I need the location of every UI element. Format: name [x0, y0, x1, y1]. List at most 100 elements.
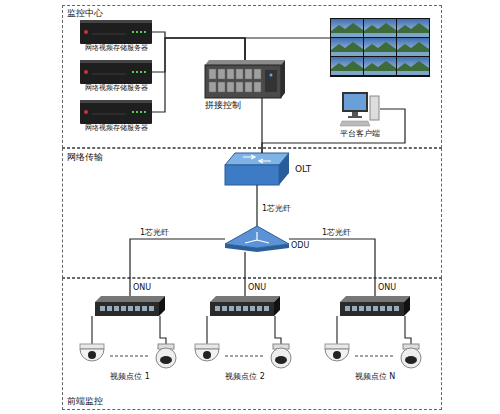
- onu-port: [135, 306, 140, 311]
- ptz-camera: [271, 348, 291, 368]
- device-label: 网络视频存储服务器: [85, 45, 148, 52]
- monitor-base: [348, 116, 362, 118]
- device-label: 拼接控制: [205, 101, 241, 110]
- rack-panel: [265, 70, 277, 92]
- zone-band: 监控中心网络视频存储服务器网络视频存储服务器网络视频存储服务器拼接控制平台客户端: [62, 5, 442, 148]
- status-light: [140, 71, 142, 73]
- ellipsis-line: [110, 356, 150, 357]
- ellipsis-line: [225, 356, 265, 357]
- monitor-frame: [342, 92, 368, 112]
- server-panel: [92, 34, 126, 35]
- monitor-screen: [344, 94, 366, 110]
- pc-tower: [370, 96, 379, 120]
- device-label: 网络视频存储服务器: [85, 85, 148, 92]
- onu-top: [210, 296, 280, 302]
- camera-lens: [160, 356, 172, 364]
- onu-port: [345, 306, 350, 311]
- drive-bay: [245, 69, 252, 79]
- drive-bay: [245, 82, 252, 92]
- zone-band: 前端监控 ONU ONU ONU: [62, 278, 442, 410]
- camera-lens: [88, 351, 96, 359]
- device-label: ONU: [133, 284, 151, 292]
- fiber-link: [289, 239, 375, 296]
- drive-bay: [209, 82, 216, 92]
- dome-mount: [325, 344, 349, 349]
- dome-camera: [195, 349, 219, 361]
- rack-front: [205, 65, 281, 98]
- onu-port: [380, 306, 385, 311]
- onu-port: [352, 306, 357, 311]
- fiber-link: [256, 185, 257, 226]
- camera-lens: [275, 356, 287, 364]
- server-panel: [92, 74, 126, 75]
- odu-splitter: ODU: [225, 226, 289, 252]
- point-label: 视频点位 N: [335, 373, 415, 381]
- onu-top: [340, 296, 410, 302]
- odu-splitter-icon: [225, 226, 289, 252]
- onu-switch-icon: [340, 296, 410, 316]
- onu-port: [243, 306, 248, 311]
- onu-port: [107, 306, 112, 311]
- camera-group: [80, 316, 176, 368]
- fiber-link: [244, 252, 245, 296]
- camera-lens: [333, 351, 341, 359]
- drive-bay: [236, 69, 243, 79]
- onu-port: [257, 306, 262, 311]
- video-wall: [330, 18, 430, 77]
- switch-front: [225, 165, 279, 185]
- device-label: ODU: [291, 242, 309, 250]
- keyboard: [340, 121, 370, 126]
- wall-pane: [397, 38, 429, 56]
- camera-lens: [203, 351, 211, 359]
- device-label: 平台客户端: [340, 130, 380, 138]
- fiber-link: [262, 109, 405, 153]
- point-label: 视频点位 2: [205, 373, 285, 381]
- camera-group: [195, 316, 291, 368]
- zone-band: 网络传输OLTODU: [62, 148, 442, 278]
- onu-switch: ONU: [210, 296, 280, 316]
- onu-port: [366, 306, 371, 311]
- onu-switch-icon: [95, 296, 165, 316]
- drive-bay: [227, 82, 234, 92]
- camera-wire: [92, 316, 166, 344]
- onu-port: [387, 306, 392, 311]
- monitor-stand: [352, 112, 358, 116]
- dome-camera: [325, 349, 349, 361]
- rack-side: [281, 60, 285, 98]
- onu-side: [159, 296, 165, 316]
- onu-port: [128, 306, 133, 311]
- drive-bay: [218, 82, 225, 92]
- onu-port: [215, 306, 220, 311]
- onu-port: [100, 306, 105, 311]
- storage-server-icon: [80, 60, 152, 84]
- splice-controller-icon: [205, 60, 285, 98]
- status-light: [132, 111, 134, 113]
- splice-controller: 拼接控制: [205, 60, 285, 98]
- zone-title: 前端监控: [67, 397, 103, 406]
- onu-port: [114, 306, 119, 311]
- drive-bay: [227, 69, 234, 79]
- onu-switch-icon: [210, 296, 280, 316]
- drive-bay: [236, 82, 243, 92]
- server-logo: [84, 110, 88, 114]
- server-panel: [92, 114, 126, 115]
- onu-switch: ONU: [95, 296, 165, 316]
- fiber-label: 1芯光纤: [262, 205, 291, 213]
- wall-pane: [331, 19, 363, 37]
- onu-port: [229, 306, 234, 311]
- onu-port: [264, 306, 269, 311]
- switch-top: [225, 153, 289, 165]
- fiber-label: 1芯光纤: [322, 229, 351, 237]
- camera-wire: [207, 316, 281, 344]
- wall-pane: [364, 19, 396, 37]
- onu-port: [250, 306, 255, 311]
- onu-side: [274, 296, 280, 316]
- client-pc: 平台客户端: [340, 90, 380, 128]
- rack-top: [205, 60, 285, 65]
- server-logo: [84, 70, 88, 74]
- server-body: [80, 100, 152, 124]
- storage-server: 网络视频存储服务器: [80, 100, 152, 124]
- drive-bay: [254, 69, 261, 79]
